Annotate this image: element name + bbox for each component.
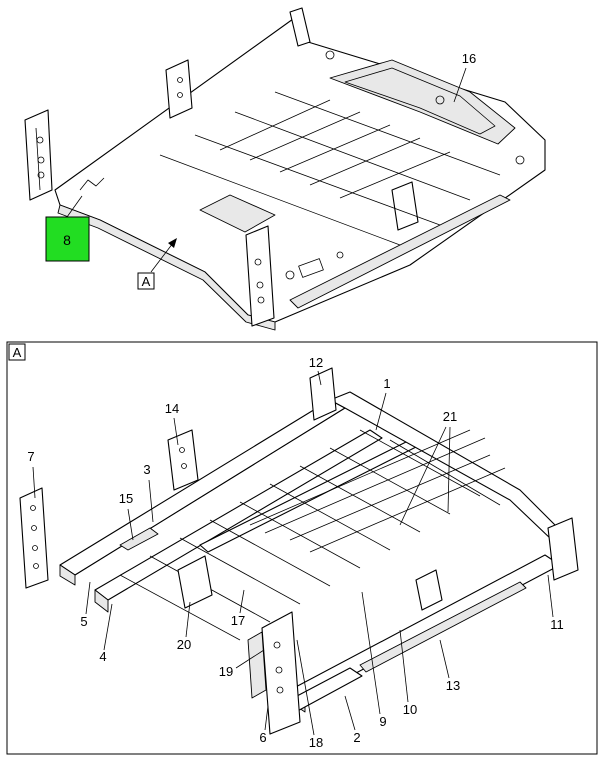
- detail-callouts: 1 2 3 4 5 6 7 9 10 11 12 13 14 15 17 18: [27, 355, 563, 750]
- callout-21-label: 21: [443, 409, 457, 424]
- callout-19-label: 19: [219, 664, 233, 679]
- callout-3-label: 3: [143, 462, 150, 477]
- callout-16-label: 16: [462, 51, 476, 66]
- callout-15-label: 15: [119, 491, 133, 506]
- callout-10-label: 10: [403, 702, 417, 717]
- callout-17-label: 17: [231, 613, 245, 628]
- floor-pan-illustration: [24, 7, 546, 331]
- frame-structure-illustration: [19, 367, 579, 735]
- callout-13-label: 13: [446, 678, 460, 693]
- detail-frame-tag: [8, 343, 26, 361]
- callout-12-label: 12: [309, 355, 323, 370]
- detail-frame-tag-label: A: [13, 345, 22, 360]
- view-a-tag: [137, 272, 155, 290]
- view-a-arrowhead: [168, 238, 177, 248]
- callout-14-label: 14: [165, 401, 179, 416]
- view-a-arrow: [150, 242, 174, 273]
- callout-8-label: 8: [63, 232, 71, 248]
- callout-6-label: 6: [259, 730, 266, 745]
- callout-4-label: 4: [99, 649, 106, 664]
- highlighted-callout-box[interactable]: [45, 216, 90, 262]
- callout-11-label: 11: [550, 617, 564, 632]
- view-a-tag-label: A: [142, 274, 151, 289]
- callout-1-label: 1: [383, 376, 390, 391]
- callout-5-label: 5: [80, 614, 87, 629]
- callout-18-label: 18: [309, 735, 323, 750]
- callout-7-label: 7: [27, 449, 34, 464]
- callout-9-label: 9: [379, 714, 386, 729]
- callout-2-label: 2: [353, 730, 360, 745]
- callout-20-label: 20: [177, 637, 191, 652]
